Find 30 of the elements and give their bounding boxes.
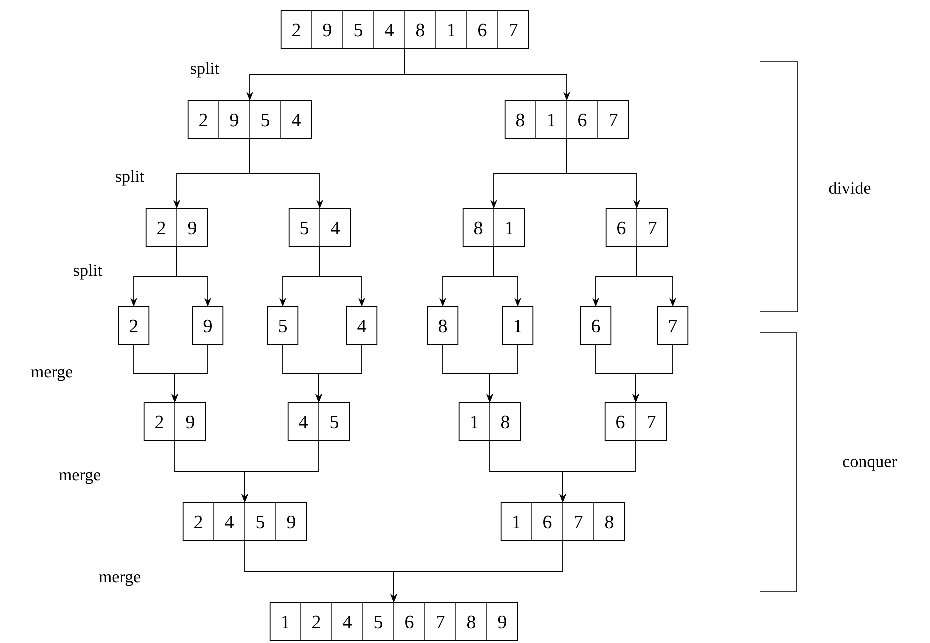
array-box: 1 8 bbox=[458, 402, 522, 442]
array-box: 2 9 5 4 8 1 6 7 bbox=[280, 10, 530, 50]
step-label: split bbox=[191, 62, 220, 78]
step-label: merge bbox=[99, 574, 141, 586]
array-box: 2 9 bbox=[144, 402, 206, 442]
array-box: 2 bbox=[118, 306, 150, 346]
array-box: 5 4 bbox=[288, 208, 352, 248]
array-box: 5 bbox=[267, 306, 299, 346]
array-box: 9 bbox=[192, 306, 224, 346]
step-label: split bbox=[116, 170, 145, 186]
array-box: 1 bbox=[502, 306, 534, 346]
array-box: 4 bbox=[346, 306, 378, 346]
array-box: 6 bbox=[580, 306, 612, 346]
step-label: conquer bbox=[843, 459, 898, 471]
array-box: 6 7 bbox=[606, 208, 668, 248]
array-box: 2 9 bbox=[146, 208, 208, 248]
step-label: divide bbox=[829, 182, 871, 194]
step-label: merge bbox=[31, 368, 73, 382]
array-box: 4 5 bbox=[288, 402, 350, 442]
array-box: 2 9 5 4 bbox=[188, 100, 312, 140]
array-box: 8 1 bbox=[462, 208, 526, 248]
array-box: 8 bbox=[427, 306, 459, 346]
array-box: 8 1 6 7 bbox=[504, 100, 630, 140]
step-label: split bbox=[74, 264, 103, 280]
array-box: 6 7 bbox=[604, 402, 668, 442]
array-box: 1 2 4 5 6 7 8 9 bbox=[270, 602, 518, 642]
array-box: 7 bbox=[657, 306, 689, 346]
array-box: 2 4 5 9 bbox=[182, 502, 308, 542]
array-box: 1 6 7 8 bbox=[500, 502, 626, 542]
step-label: merge bbox=[59, 472, 101, 484]
